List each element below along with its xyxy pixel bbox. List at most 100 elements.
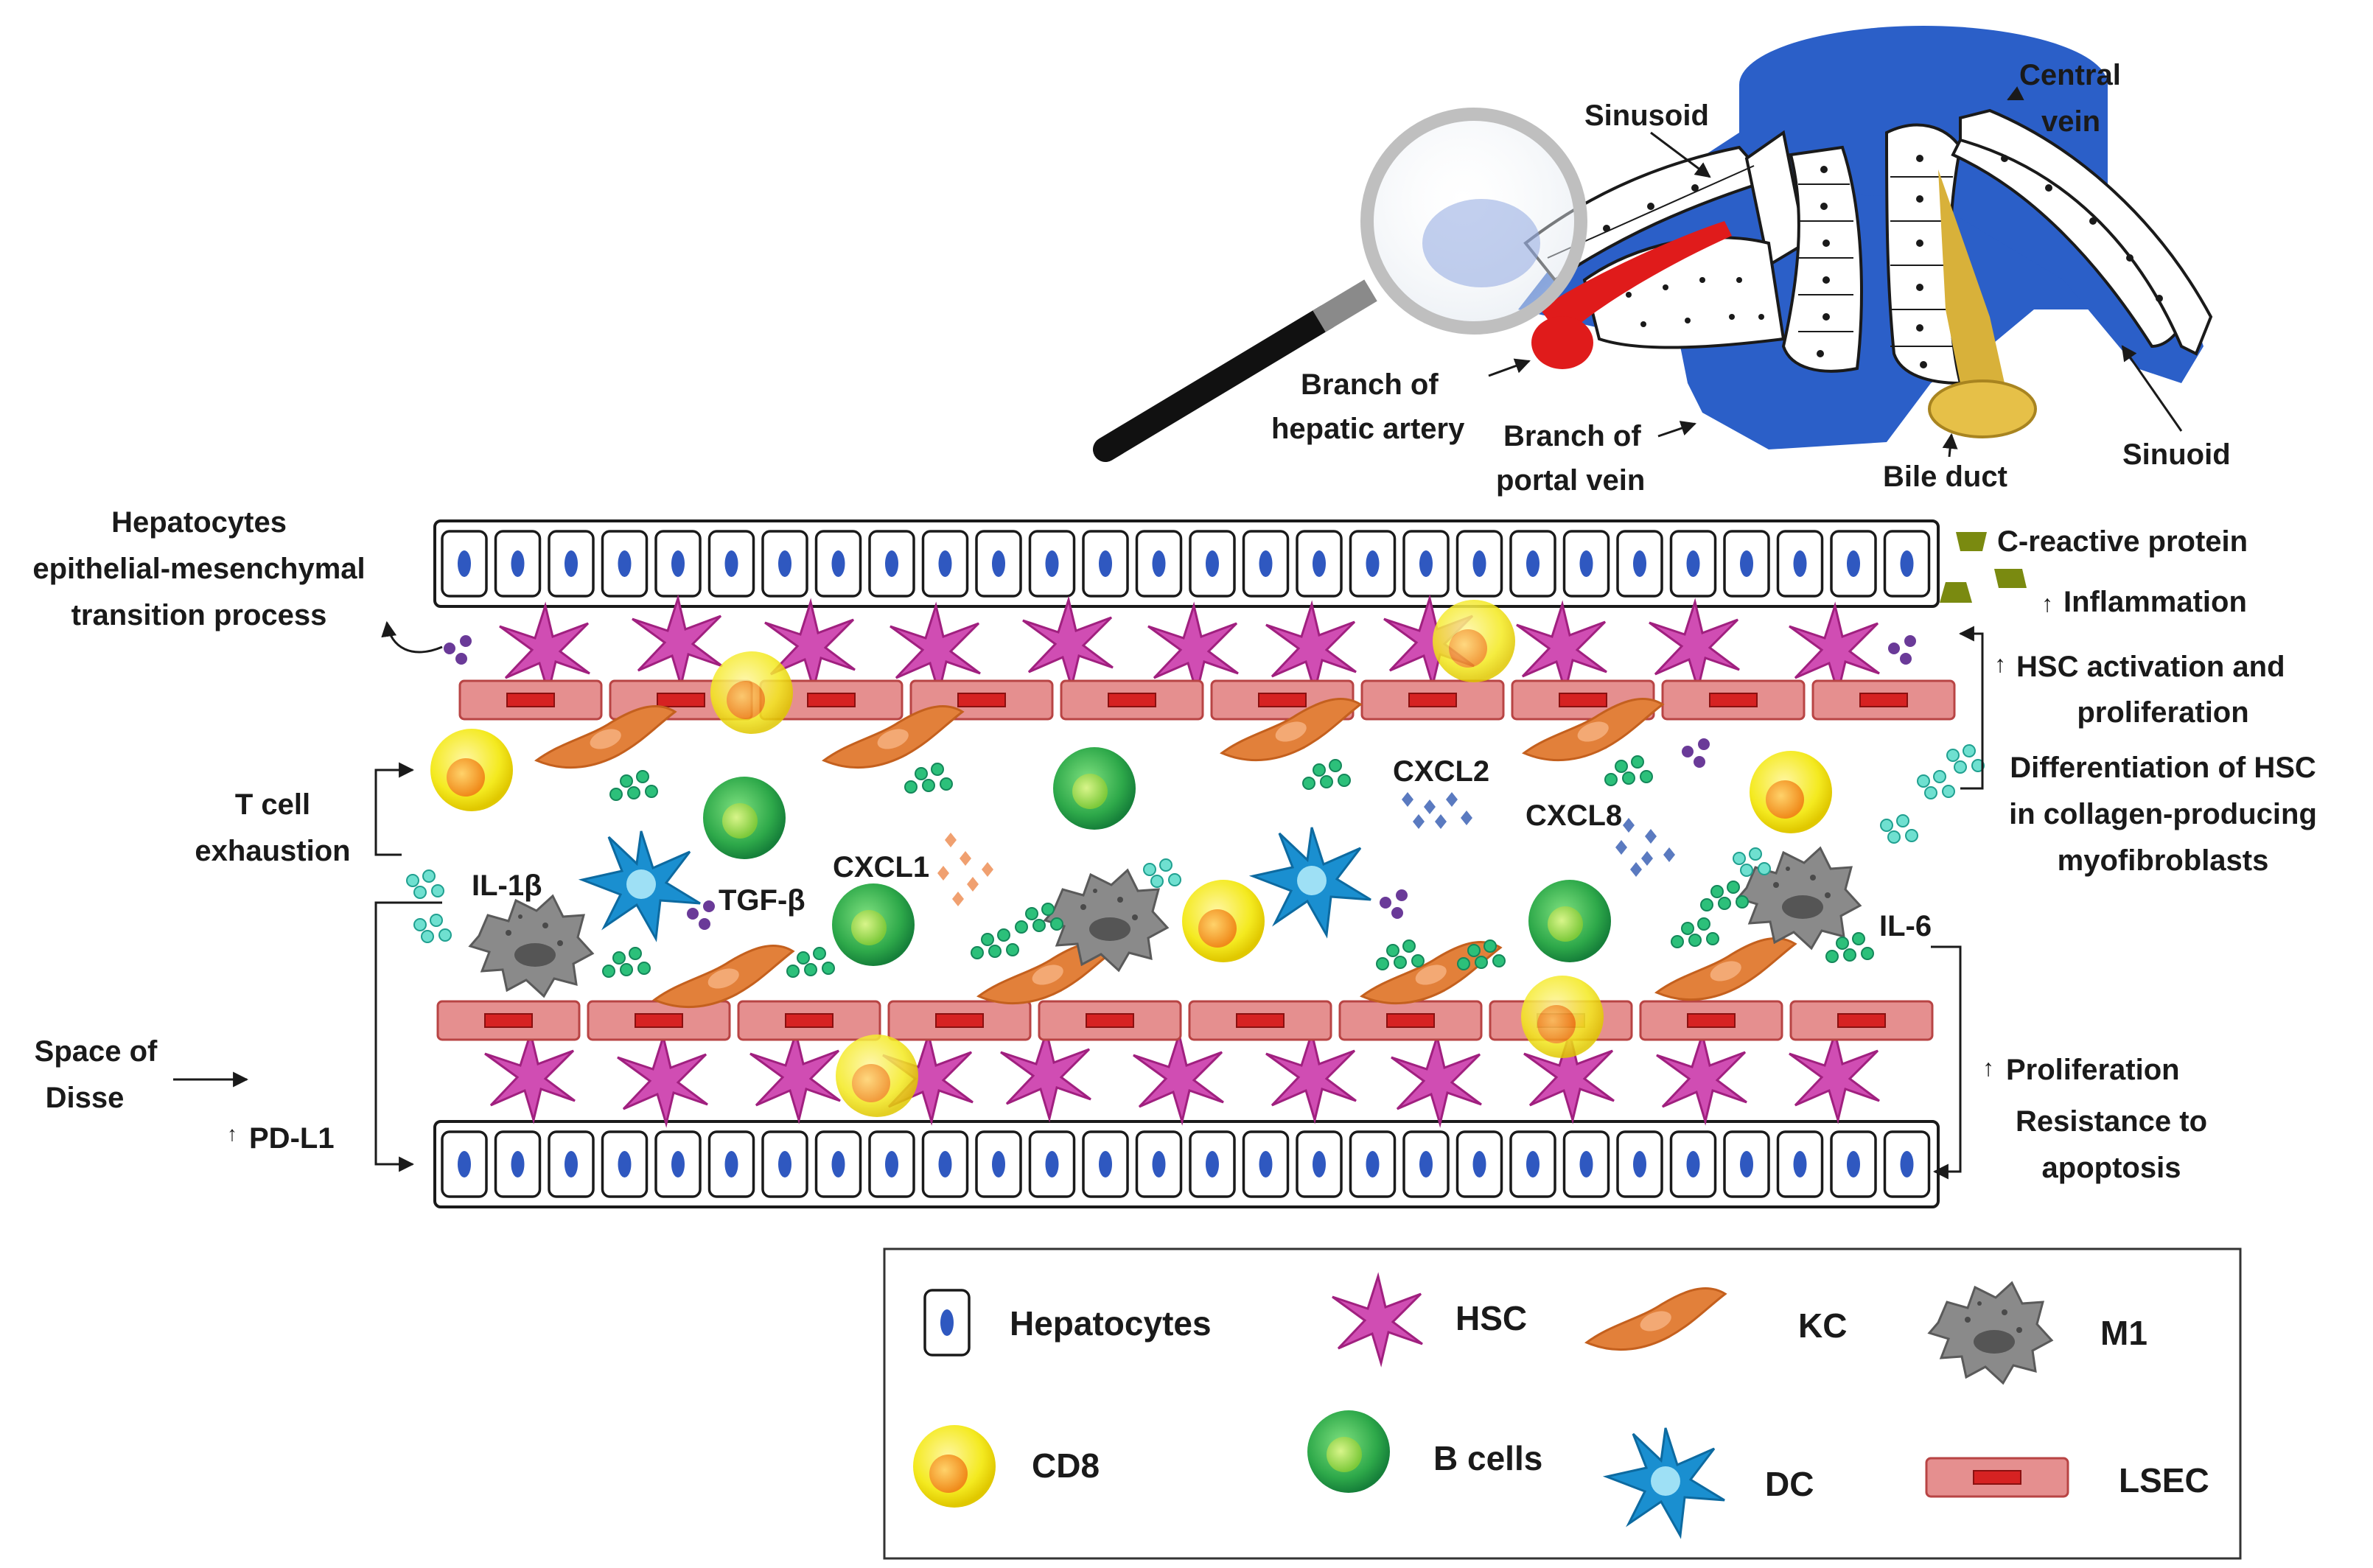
hsc-row-bottom: [483, 1030, 1881, 1125]
hepatocyte-cell: [1296, 530, 1343, 598]
hepatocyte-row-top: [433, 519, 1940, 608]
anatomy-labels: Central vein Sinusoid Branch of hepatic …: [1271, 59, 2231, 497]
emt-label: Hepatocytes: [111, 506, 287, 539]
tgfb-label: TGF-β: [719, 884, 805, 917]
disse-label: Space of: [35, 1035, 158, 1068]
left-annotations: Hepatocytes epithelial-mesenchymal trans…: [32, 506, 443, 1172]
central-vein-label: Central: [2019, 59, 2121, 91]
hepatocyte-cell: [1562, 530, 1610, 598]
legend-lsec: LSEC: [2119, 1461, 2209, 1499]
legend: Hepatocytes HSC KC M1 CD8 B cells DC LSE…: [883, 1247, 2242, 1560]
legend-hsc: HSC: [1455, 1299, 1527, 1337]
liver-lobule-illustration: [1093, 26, 2213, 462]
hepatocyte-cell: [921, 1130, 969, 1198]
hepatocyte-cell: [441, 1130, 488, 1198]
lsec-cell: [587, 1000, 731, 1041]
hepatocyte-cell: [1189, 530, 1236, 598]
disse-label-2: Disse: [46, 1082, 125, 1114]
hepatocyte-cell: [1028, 1130, 1076, 1198]
lsec-row-top: [458, 679, 1956, 721]
hepatocyte-cell: [548, 1130, 595, 1198]
bile-duct-label: Bile duct: [1883, 461, 2007, 493]
hepatocyte-cell: [814, 530, 862, 598]
hepatocyte-cell: [1776, 1130, 1824, 1198]
hepatocyte-cell: [1455, 530, 1503, 598]
hepatocyte-cell: [1028, 530, 1076, 598]
pdl1-up-arrow: ↑: [227, 1122, 237, 1145]
hepatocyte-cell: [1455, 1130, 1503, 1198]
hepatocyte-cell: [1349, 530, 1397, 598]
hepatocyte-cell: [1509, 530, 1556, 598]
hepatocyte-cell: [601, 530, 649, 598]
lsec-cell: [1661, 679, 1806, 721]
hepatocyte-row-bottom: [433, 1120, 1940, 1208]
sinusoid-label: Sinusoid: [1584, 99, 1709, 132]
lsec-cell: [1811, 679, 1956, 721]
legend-dc: DC: [1765, 1465, 1814, 1503]
hepatocyte-cell: [1830, 1130, 1877, 1198]
hepatocyte-cell: [1402, 530, 1450, 598]
hepatocyte-cell: [1082, 530, 1129, 598]
hepatocyte-cell: [814, 1130, 862, 1198]
differentiation-label: Differentiation of HSC: [2010, 752, 2316, 784]
cxcl1-label: CXCL1: [833, 851, 929, 883]
hepatic-artery-label-2: hepatic artery: [1271, 413, 1465, 445]
hsc-activation-label: HSC activation and: [2016, 651, 2285, 683]
il6-label: IL-6: [1879, 910, 1932, 942]
hepatocyte-cell: [441, 530, 488, 598]
lsec-cell: [1188, 1000, 1332, 1041]
emt-label-2: epithelial-mesenchymal: [32, 553, 365, 585]
emt-label-3: transition process: [71, 599, 327, 631]
cxcl2-label: CXCL2: [1393, 755, 1489, 788]
hepatic-artery-label: Branch of: [1301, 368, 1439, 401]
differentiation-label-3: myofibroblasts: [2058, 844, 2269, 877]
cytokine-labels: IL-1β TGF-β CXCL1 CXCL2 CXCL8 IL-6: [472, 755, 1932, 942]
hepatocyte-cell: [1082, 1130, 1129, 1198]
hepatocyte-cell: [761, 530, 808, 598]
hepatocyte-cell: [1189, 1130, 1236, 1198]
lsec-cell: [1038, 1000, 1182, 1041]
lsec-cell: [1639, 1000, 1783, 1041]
inflammation-up-arrow: ↑: [2041, 590, 2053, 617]
cxcl8-label: CXCL8: [1526, 799, 1622, 832]
lsec-cell: [737, 1000, 881, 1041]
hsc-row-top: [498, 597, 1881, 694]
hepatocyte-cell: [1242, 1130, 1290, 1198]
lsec-cell: [1789, 1000, 1934, 1041]
hepatocyte-cell: [1616, 530, 1663, 598]
hepatocyte-cell: [761, 1130, 808, 1198]
hepatocyte-cell: [1135, 530, 1183, 598]
hepatocyte-cell: [921, 530, 969, 598]
t-cell-label: T cell: [235, 788, 310, 821]
portal-vein-label-2: portal vein: [1496, 464, 1645, 497]
lsec-cell: [1360, 679, 1505, 721]
portal-vein-label: Branch of: [1503, 420, 1641, 452]
hepatocyte-cell: [707, 530, 755, 598]
hepatocyte-cell: [1135, 1130, 1183, 1198]
legend-cd8: CD8: [1032, 1446, 1100, 1485]
hepatocyte-cell: [1296, 1130, 1343, 1198]
central-vein-label-2: vein: [2041, 105, 2100, 138]
hepatocyte-row-frame: [433, 519, 1940, 608]
inflammation-label: Inflammation: [2063, 586, 2247, 618]
right-annotations: C-reactive protein ↑ Inflammation ↑ HSC …: [1931, 525, 2317, 1184]
resistance-label-2: apoptosis: [2042, 1152, 2181, 1184]
hepatocyte-cell: [548, 530, 595, 598]
legend-m1: M1: [2100, 1314, 2147, 1352]
proliferation-label: Proliferation: [2006, 1054, 2180, 1086]
hepatocyte-cell: [494, 1130, 542, 1198]
hsc-activation-up-arrow: ↑: [1994, 651, 2006, 677]
legend-b-cells: B cells: [1433, 1439, 1542, 1477]
hepatocyte-cell: [975, 1130, 1022, 1198]
proliferation-up-arrow: ↑: [1982, 1054, 1994, 1081]
hepatocyte-cell: [654, 1130, 702, 1198]
hepatocyte-cell: [1669, 530, 1717, 598]
crp-label: C-reactive protein: [1997, 525, 2248, 558]
hepatocyte-cell: [868, 530, 915, 598]
hepatocyte-cell: [1883, 1130, 1931, 1198]
hepatocyte-cell: [1669, 1130, 1717, 1198]
legend-kc: KC: [1798, 1306, 1847, 1345]
hepatocyte-cell: [601, 1130, 649, 1198]
hepatocyte-cell: [1509, 1130, 1556, 1198]
